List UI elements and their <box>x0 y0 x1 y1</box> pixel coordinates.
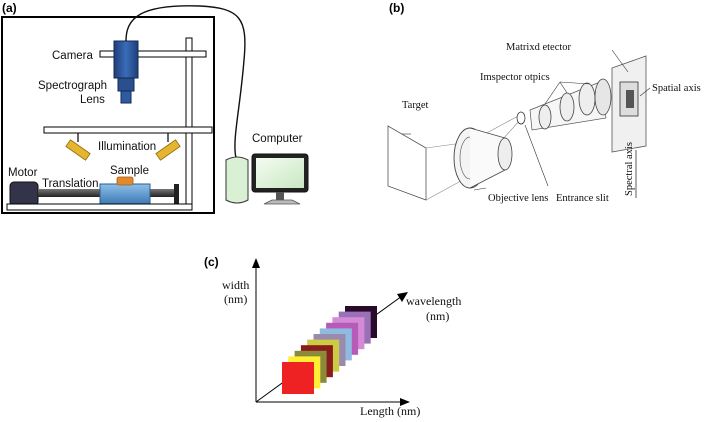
vertical-post <box>185 37 193 205</box>
lens <box>120 90 132 104</box>
translation-table <box>99 183 151 205</box>
base-plate <box>6 203 193 211</box>
computer-screen <box>256 158 304 188</box>
label-computer: Computer <box>252 133 303 145</box>
panel-c-label: (c) <box>204 255 219 269</box>
label-spatial-axis: Spatial axis <box>652 83 701 94</box>
label-entrance-slit: Entrance slit <box>556 193 609 204</box>
label-motor: Motor <box>8 167 38 179</box>
label-camera: Camera <box>52 50 94 62</box>
label-matrix-detector: Matrixd etector <box>506 42 572 53</box>
entrance-slit <box>516 111 526 125</box>
label-spectral-axis: Spectral axis <box>624 142 635 196</box>
label-inspector-optics: Imspector otpics <box>480 72 550 83</box>
sample <box>116 176 134 186</box>
rail-stop <box>174 184 179 204</box>
label-wavelength-unit: (nm) <box>426 309 449 323</box>
label-sample: Sample <box>110 165 149 177</box>
panel-b-label: (b) <box>389 1 404 15</box>
camera <box>113 40 139 79</box>
spectrograph <box>117 77 135 92</box>
spectral-band-1 <box>282 362 314 394</box>
lamp-left <box>65 139 91 161</box>
data-cable <box>125 5 246 159</box>
keyboard <box>263 199 301 205</box>
label-wavelength: wavelength <box>406 294 461 308</box>
label-target: Target <box>402 100 429 111</box>
label-lens: Lens <box>80 94 105 106</box>
label-length: Length (nm) <box>360 404 420 418</box>
label-objective-lens: Objective lens <box>488 193 548 204</box>
target-plate <box>387 125 427 201</box>
illumination-shelf <box>43 126 213 134</box>
label-width-unit: (nm) <box>224 292 247 306</box>
motor <box>9 181 39 207</box>
lamp-right <box>155 139 181 161</box>
camera-arm <box>99 50 207 58</box>
panel-c: (c) width (nm) wavelength (nm) Length (n… <box>204 255 461 418</box>
enclosure-frame <box>1 16 215 214</box>
label-illumination: Illumination <box>98 141 156 153</box>
panel-a-label: (a) <box>2 1 17 15</box>
panel-b: (b) Targ <box>387 1 701 204</box>
computer-tower <box>225 156 249 204</box>
panel-a: (a) <box>1 1 309 214</box>
label-width: width <box>222 278 249 292</box>
label-translation: Translation <box>42 178 98 190</box>
label-spectrograph: Spectrograph <box>38 80 107 92</box>
spectral-band-stack <box>282 306 377 394</box>
